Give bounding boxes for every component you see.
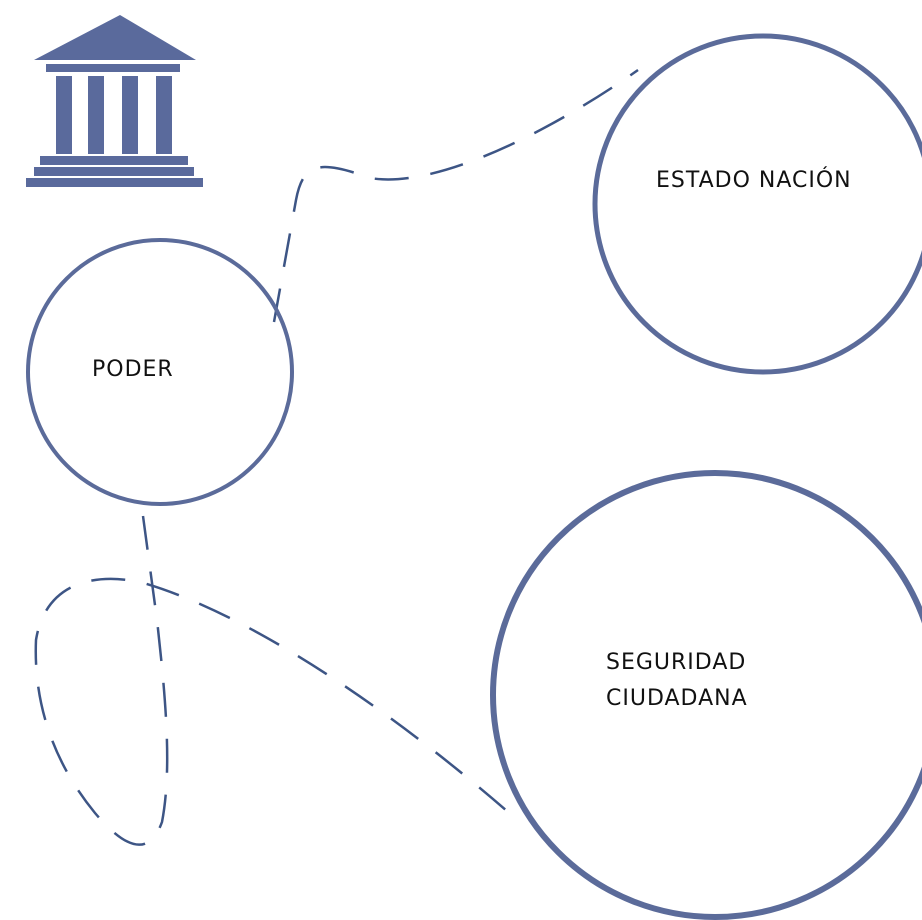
- estado-nacion-circle: [592, 33, 922, 375]
- poder-label: PODER: [92, 357, 174, 382]
- seguridad-ciudadana-circle: [490, 470, 922, 920]
- connector-poder-seguridad-ciudadana: [34, 515, 516, 846]
- government-building-icon: [26, 15, 203, 187]
- estado-nacion-label: ESTADO NACIÓN: [656, 168, 852, 193]
- connector-poder-estado-nacion: [272, 68, 639, 323]
- poder-circle: [26, 238, 294, 506]
- seguridad-ciudadana-label: SEGURIDAD CIUDADANA: [606, 650, 748, 711]
